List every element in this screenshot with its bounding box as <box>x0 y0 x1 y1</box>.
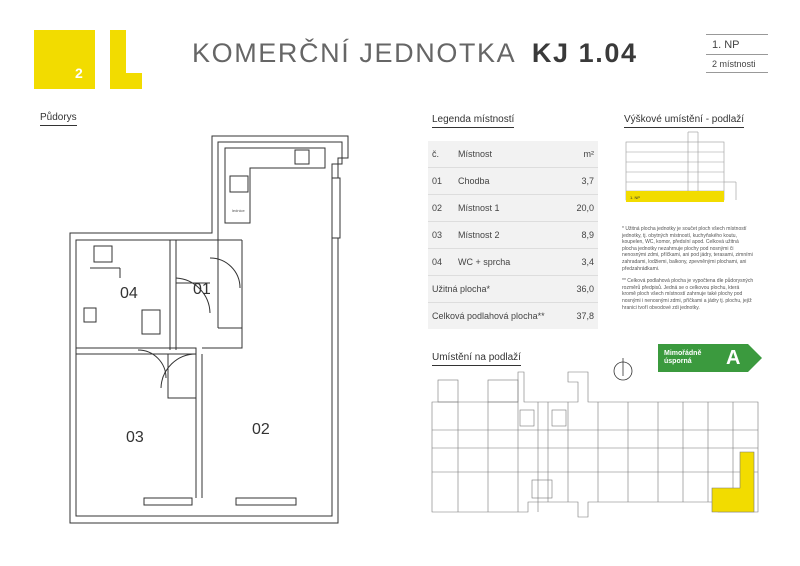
energy-label-2: úsporná <box>664 358 692 365</box>
usable-area-row: Užitná plocha*36,0 <box>428 275 598 303</box>
rooms-count: 2 místnosti <box>712 59 756 69</box>
room-04-label: 04 <box>120 285 138 302</box>
total-area-row: Celková podlahová plocha**37,8 <box>432 311 594 321</box>
title-main: KOMERČNÍ JEDNOTKA <box>192 38 515 68</box>
legend-header-row: č. Místnost m² <box>428 141 598 168</box>
notes: * Užitná plocha jednotky je součet ploch… <box>622 226 754 311</box>
room-01-label: 01 <box>193 281 211 298</box>
location-section-label: Umístění na podlaží <box>432 352 521 366</box>
logo-digit: 2 <box>75 65 83 81</box>
logo: 2 <box>34 30 144 92</box>
col-name: Místnost <box>454 141 560 168</box>
outer-wall <box>69 135 349 524</box>
col-number: č. <box>428 141 454 168</box>
current-floor-bar <box>626 191 724 202</box>
note-usable: * Užitná plocha jednotky je součet ploch… <box>622 226 753 272</box>
energy-badge: Mimořádně úsporná A <box>658 344 762 372</box>
kitchen-note: lednice <box>232 208 245 213</box>
height-floor-tag: 1. NP <box>630 195 640 200</box>
plan-section-label: Půdorys <box>40 112 77 126</box>
unit-code: KJ 1.04 <box>531 38 638 68</box>
floor-info: 1. NP 2 místnosti <box>706 34 768 73</box>
room-02-label: 02 <box>252 421 270 438</box>
note-total: ** Celková podlahová plocha je vypočtena… <box>622 278 754 311</box>
col-area: m² <box>560 141 598 168</box>
floor-plan: 04 01 03 02 lednice <box>69 135 349 524</box>
legend-section-label: Legenda místností <box>432 114 515 128</box>
floor-label: 1. NP <box>712 39 740 51</box>
unit-highlight <box>711 451 755 513</box>
energy-class: A <box>726 347 741 369</box>
energy-label-1: Mimořádně <box>664 350 702 357</box>
height-section-label: Výškové umístění - podlaží <box>624 114 745 128</box>
height-diagram: 1. NP <box>625 131 737 202</box>
location-plan <box>431 371 759 518</box>
page-title: KOMERČNÍ JEDNOTKA KJ 1.04 <box>192 38 638 69</box>
room-03-label: 03 <box>126 429 144 446</box>
compass-icon <box>613 358 633 381</box>
